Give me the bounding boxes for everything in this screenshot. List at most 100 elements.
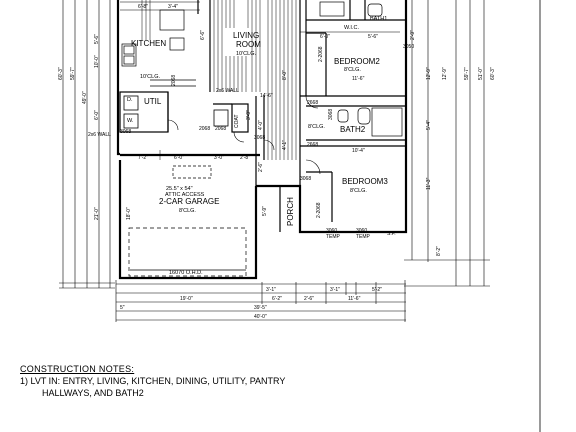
dimension-text: 8'-2" bbox=[436, 246, 442, 256]
dimension-text: 6'-6" bbox=[200, 30, 206, 40]
dimension-text: 3'-1" bbox=[330, 287, 340, 293]
door-swings bbox=[167, 95, 321, 175]
dimension-text: 3'-9" bbox=[246, 110, 252, 120]
bath2-ceiling: 8'CLG. bbox=[308, 124, 325, 130]
utility-label: UTIL bbox=[144, 97, 162, 106]
living-ceiling: 10'CLG. bbox=[236, 51, 256, 57]
dimension-text: 4'-0" bbox=[258, 120, 264, 130]
kitchen-label: KITCHEN bbox=[131, 39, 166, 48]
dimension-text: 60'-3" bbox=[490, 67, 496, 80]
wic-label: W.I.C. bbox=[344, 25, 359, 31]
door-tag: TEMP bbox=[356, 234, 371, 240]
exterior-walls bbox=[116, 0, 408, 280]
door-tag: S.F. bbox=[387, 231, 396, 237]
room-labels: LIVING ROOM 10'CLG. KITCHEN 10'CLG. UTIL… bbox=[88, 16, 388, 276]
dimension-text: 6'-2" bbox=[272, 296, 282, 302]
dimension-text: 3'-1" bbox=[266, 287, 276, 293]
dimension-text: 5'-4" bbox=[426, 120, 432, 130]
dimension-text: 10'-4" bbox=[352, 148, 365, 154]
dimension-text: 40'-0" bbox=[254, 314, 267, 320]
dimension-text: 60'-3" bbox=[58, 67, 64, 80]
dimension-text: 3'-0" bbox=[214, 155, 224, 161]
coat-label: COAT bbox=[234, 114, 240, 128]
dimension-texts: 6'-8" 3'-4" 5'-6" 10'-0" 60'-3" 59'-7" 4… bbox=[58, 4, 496, 320]
dimension-text: 5'-6" bbox=[94, 34, 100, 44]
bath1-label: BATH1 bbox=[370, 16, 387, 22]
dimension-text: 5'-9" bbox=[262, 206, 268, 216]
living-label: LIVING bbox=[233, 31, 259, 40]
door-tag: 2668 bbox=[307, 100, 318, 106]
dimension-text: 10'-0" bbox=[94, 55, 100, 68]
notes-line-1: 1) LVT IN: ENTRY, LIVING, KITCHEN, DININ… bbox=[20, 376, 286, 386]
wall-2x6-label-b: 2x6 WALL bbox=[216, 88, 239, 94]
attic-access-label: ATTIC ACCESS bbox=[165, 192, 205, 198]
bedroom2-ceiling: 8'CLG. bbox=[344, 67, 361, 73]
door-tag: 3068 bbox=[300, 176, 311, 182]
bedroom3-ceiling: 8'CLG. bbox=[350, 188, 367, 194]
attic-size: 25.5" x 54" bbox=[166, 186, 193, 192]
door-tag: 2-2068 bbox=[318, 46, 324, 62]
laundry-appliances bbox=[123, 95, 229, 129]
door-tag: 2068 bbox=[171, 75, 177, 86]
dimension-text: 49'-0" bbox=[82, 91, 88, 104]
door-tag: 3068 bbox=[254, 135, 265, 141]
kitchen-ceiling: 10'CLG. bbox=[140, 74, 160, 80]
construction-notes: CONSTRUCTION NOTES: 1) LVT IN: ENTRY, LI… bbox=[20, 363, 420, 399]
dimension-text: 12'-9" bbox=[426, 67, 432, 80]
dimension-text: 51'-0" bbox=[478, 67, 484, 80]
kitchen-fixtures bbox=[121, 9, 196, 87]
door-tag: 3068 bbox=[120, 129, 131, 135]
dimension-text: 5'-6" bbox=[368, 34, 378, 40]
dimension-text: 6'-0" bbox=[174, 155, 184, 161]
dimension-lines bbox=[59, 0, 490, 322]
wall-2x6-label-a: 2x6 WALL bbox=[88, 132, 111, 138]
door-tag: TEMP bbox=[326, 234, 341, 240]
dimension-text: 4'-1" bbox=[282, 140, 288, 150]
dimension-text: 8'-0" bbox=[282, 70, 288, 80]
door-tag: 2668 bbox=[307, 142, 318, 148]
dimension-text: 2'-9" bbox=[410, 30, 416, 40]
lvt-hatch bbox=[141, 0, 297, 160]
garage-details bbox=[128, 165, 247, 277]
dimension-text: 11'-3" bbox=[426, 177, 432, 190]
door-tag: 2-2068 bbox=[316, 202, 322, 218]
dimension-text: 14'-6" bbox=[260, 93, 273, 99]
dimension-text: 2'-8" bbox=[240, 155, 250, 161]
bedroom3-label: BEDROOM3 bbox=[342, 177, 388, 186]
dimension-text: 6'-0" bbox=[320, 34, 330, 40]
bedroom2-label: BEDROOM2 bbox=[334, 57, 380, 66]
dimension-text: 2'-6" bbox=[304, 296, 314, 302]
dimension-text: 5'-2" bbox=[372, 287, 382, 293]
dimension-text: 21'-0" bbox=[94, 207, 100, 220]
notes-line-2: HALLWAYS, AND BATH2 bbox=[42, 388, 144, 398]
dimension-text: 7'-2" bbox=[138, 155, 148, 161]
door-tag: 3068 bbox=[328, 109, 334, 120]
dimension-text: 39'-5" bbox=[254, 305, 267, 311]
notes-header: CONSTRUCTION NOTES: bbox=[20, 364, 135, 374]
dryer-label: D. bbox=[127, 97, 133, 103]
door-tags: 3068 3068 2068 2068 2668 2668 3068 3068 … bbox=[120, 44, 414, 240]
door-tag: 2068 bbox=[215, 126, 226, 132]
dimension-text: 59'-7" bbox=[464, 67, 470, 80]
garage-label: 2-CAR GARAGE bbox=[159, 197, 219, 206]
garage-door-label: 16070 O.H.D. bbox=[169, 270, 203, 276]
door-tag: 2068 bbox=[199, 126, 210, 132]
dimension-text: 5" bbox=[120, 305, 125, 311]
door-tag: 3060 bbox=[356, 228, 367, 234]
bath-fixtures bbox=[319, 1, 403, 137]
washer-label: W. bbox=[127, 118, 134, 124]
dimension-text: 12'-9" bbox=[442, 67, 448, 80]
dimension-text: 6'-0" bbox=[94, 110, 100, 120]
dimension-text: 59'-7" bbox=[70, 67, 76, 80]
dimension-text: 3'-4" bbox=[168, 4, 178, 10]
bath2-label: BATH2 bbox=[340, 125, 366, 134]
dimension-text: 2'-6" bbox=[258, 162, 264, 172]
door-tag: 3060 bbox=[326, 228, 337, 234]
door-tag: 3050 bbox=[403, 44, 414, 50]
interior-walls bbox=[119, 0, 406, 232]
dimension-text: 19'-0" bbox=[180, 296, 193, 302]
living-room-label: ROOM bbox=[236, 40, 261, 49]
dimension-text: 18'-0" bbox=[126, 207, 132, 220]
porch-label: PORCH bbox=[286, 197, 295, 226]
